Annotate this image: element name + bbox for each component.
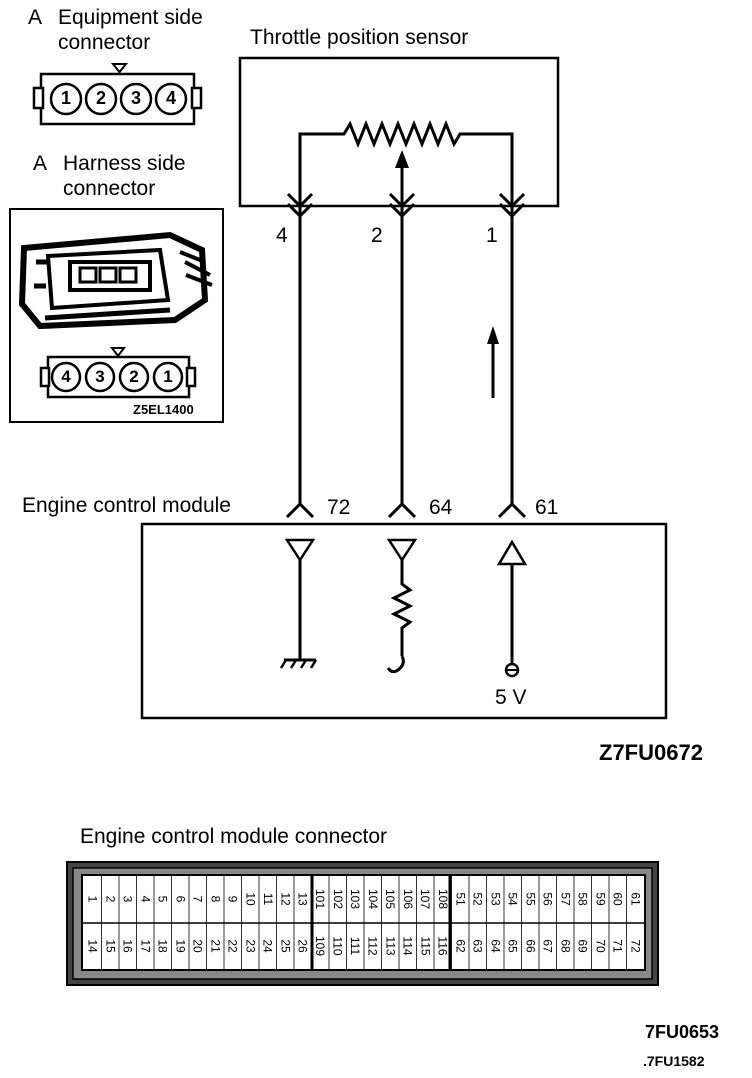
harness-pin-4: 4 <box>61 367 71 386</box>
equipment-pin-1: 1 <box>60 88 71 108</box>
equipment-connector-title-1: Equipment side <box>58 6 203 29</box>
equipment-connector-title-2: connector <box>58 31 151 54</box>
ecm-pin-top-61: 61 <box>628 892 643 906</box>
equipment-pin-2: 2 <box>95 88 106 108</box>
ecm-terminal-72: 72 <box>327 496 351 519</box>
sensor-terminal-4: 4 <box>276 224 288 247</box>
ecm-connector-code-1: 7FU0653 <box>645 1022 720 1042</box>
harness-connector-housing <box>18 231 213 330</box>
ecm-pin-bottom-72: 72 <box>628 939 643 953</box>
equipment-connector-shape <box>32 63 203 126</box>
ecm-terminal-64: 64 <box>429 496 453 519</box>
harness-pin-3: 3 <box>95 367 105 386</box>
ecm-connector-title: Engine control module connector <box>80 825 388 848</box>
harness-pins-shape <box>39 347 197 399</box>
sensor-terminal-1: 1 <box>486 224 498 247</box>
harness-pin-2: 2 <box>129 367 139 386</box>
harness-pin-1: 1 <box>163 367 173 386</box>
equipment-connector-letter: A <box>28 6 43 29</box>
ecm-voltage-label: 5 V <box>495 686 527 709</box>
equipment-pin-3: 3 <box>130 88 141 108</box>
sensor-terminal-2: 2 <box>371 224 383 247</box>
harness-connector-code: Z5EL1400 <box>133 402 194 417</box>
current-arrow <box>487 326 499 398</box>
harness-connector-title-2: connector <box>63 177 156 200</box>
equipment-pin-4: 4 <box>165 88 176 108</box>
ecm-terminal-61: 61 <box>535 496 559 519</box>
sensor-box <box>238 56 560 208</box>
ecm-connector-code-2: .7FU1582 <box>643 1053 705 1069</box>
diagram-code: Z7FU0672 <box>599 740 703 765</box>
sensor-title: Throttle position sensor <box>250 26 469 49</box>
harness-connector-box <box>9 208 224 423</box>
sensor-resistor <box>298 119 514 206</box>
harness-connector-letter: A <box>33 152 48 175</box>
ecm-box <box>140 522 668 720</box>
harness-connector-title-1: Harness side <box>63 152 186 175</box>
ecm-connector-frame <box>66 861 659 986</box>
ecm-title: Engine control module <box>22 494 231 517</box>
wires <box>285 192 527 519</box>
